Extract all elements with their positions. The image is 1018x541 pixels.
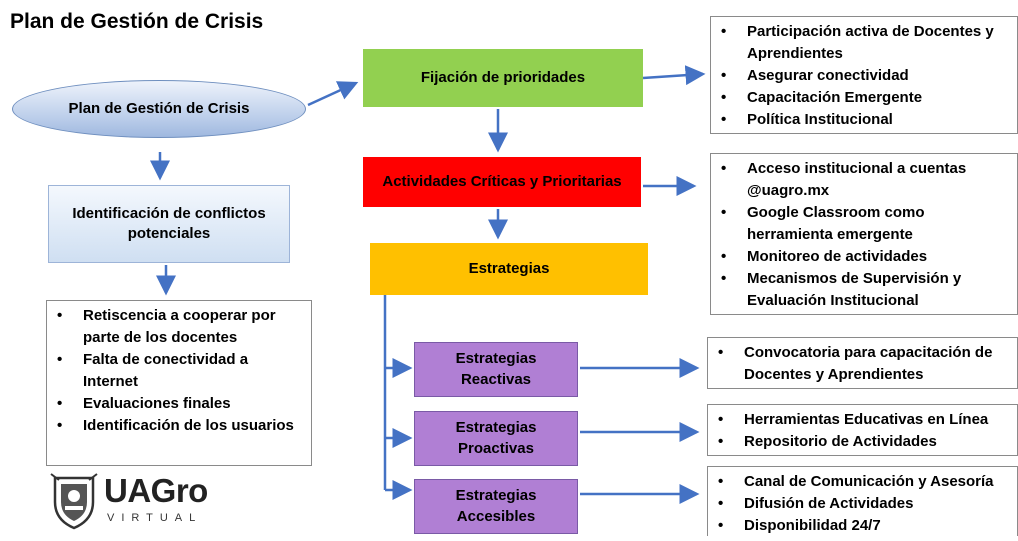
strategies-label: Estrategias: [468, 259, 550, 277]
proactive-list: Herramientas Educativas en Línea Reposit…: [707, 404, 1018, 456]
proactive-strategies-box: Estrategias Proactivas: [414, 411, 578, 466]
proactive-strategies-label: Estrategias Proactivas: [455, 419, 537, 457]
logo-wordmark: UAGro: [104, 472, 208, 509]
critical-activities-list: Acceso institucional a cuentas @uagro.mx…: [710, 153, 1018, 315]
reactive-strategies-box: Estrategias Reactivas: [414, 342, 578, 397]
reactive-strategies-label: Estrategias Reactivas: [455, 350, 537, 388]
accessible-strategies-box: Estrategias Accesibles: [414, 479, 578, 534]
list-item: Difusión de Actividades: [718, 493, 1011, 515]
accessible-list: Canal de Comunicación y Asesoría Difusió…: [707, 466, 1018, 537]
crisis-plan-ellipse: Plan de Gestión de Crisis: [12, 80, 306, 138]
list-item: Mecanismos de Supervisión y Evaluación I…: [721, 268, 1011, 312]
arrow-ellipse-to-priorities: [307, 81, 359, 107]
critical-activities-box: Actividades Críticas y Prioritarias: [363, 157, 641, 207]
list-item: Herramientas Educativas en Línea: [718, 409, 1011, 431]
list-item: Falta de conectividad a Internet: [57, 349, 305, 393]
reactive-list: Convocatoria para capacitación de Docent…: [707, 337, 1018, 389]
conflicts-list: Retiscencia a cooperar por parte de los …: [46, 300, 312, 466]
priorities-label: Fijación de prioridades: [420, 68, 586, 86]
list-item: Capacitación Emergente: [721, 87, 1011, 109]
logo-subtitle: VIRTUAL: [107, 512, 203, 524]
list-item: Disponibilidad 24/7: [718, 515, 1011, 537]
page-title: Plan de Gestión de Crisis: [10, 10, 264, 33]
critical-activities-label: Actividades Críticas y Prioritarias: [382, 172, 622, 190]
accessible-strategies-label: Estrategias Accesibles: [455, 487, 537, 525]
list-item: Identificación de los usuarios: [57, 415, 305, 437]
list-item: Monitoreo de actividades: [721, 246, 1011, 268]
uagro-logo: UAGro VIRTUAL: [49, 472, 209, 532]
arrow-priorities-to-list: [642, 65, 706, 86]
list-item: Participación activa de Docentes y Apren…: [721, 21, 1011, 65]
list-item: Retiscencia a cooperar por parte de los …: [57, 305, 305, 349]
list-item: Repositorio de Actividades: [718, 431, 1011, 453]
list-item: Canal de Comunicación y Asesoría: [718, 471, 1011, 493]
list-item: Asegurar conectividad: [721, 65, 1011, 87]
strategies-box: Estrategias: [370, 243, 648, 295]
crisis-plan-label: Plan de Gestión de Crisis: [68, 99, 250, 117]
conflict-identification-box: Identificación de conflictos potenciales: [48, 185, 290, 263]
list-item: Evaluaciones finales: [57, 393, 305, 415]
conflict-identification-label: Identificación de conflictos potenciales: [72, 204, 266, 242]
priorities-list: Participación activa de Docentes y Apren…: [710, 16, 1018, 134]
shield-icon: [50, 473, 98, 530]
list-item: Política Institucional: [721, 109, 1011, 131]
priorities-box: Fijación de prioridades: [363, 49, 643, 107]
list-item: Convocatoria para capacitación de Docent…: [718, 342, 1011, 386]
list-item: Google Classroom como herramienta emerge…: [721, 202, 1011, 246]
list-item: Acceso institucional a cuentas @uagro.mx: [721, 158, 1011, 202]
